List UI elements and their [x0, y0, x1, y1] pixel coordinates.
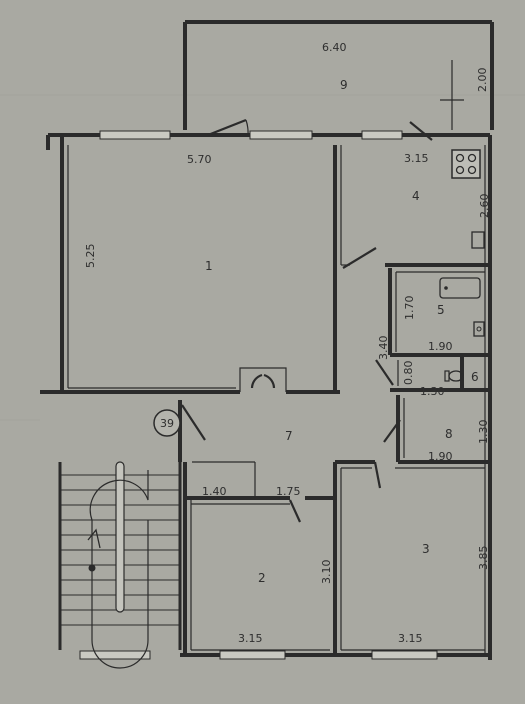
room-label-8: 8 — [445, 427, 453, 441]
dim-bath-width: 1.90 — [428, 340, 453, 353]
room-label-4: 4 — [412, 189, 420, 203]
stove-icon — [451, 149, 481, 179]
dim-wc-depth: 0.80 — [402, 361, 415, 386]
dim-store-depth: 1.30 — [477, 420, 490, 445]
room-label-7: 7 — [285, 429, 293, 443]
doors — [181, 118, 433, 523]
windows — [79, 130, 438, 660]
dim-room3-depth: 3.85 — [477, 546, 490, 571]
room-label-6: 6 — [471, 370, 479, 384]
dim-bath-depth: 1.70 — [403, 296, 416, 321]
interior-walls — [178, 145, 490, 655]
kitchen-sink-icon — [471, 231, 485, 249]
dim-wc-width: 1.30 — [420, 385, 445, 398]
outer-walls — [40, 133, 492, 660]
apartment-number-badge: 39 — [153, 409, 181, 437]
dim-room1-width: 5.70 — [187, 153, 212, 166]
dim-store-width: 1.90 — [428, 450, 453, 463]
dim-hall-left: 1.40 — [202, 485, 227, 498]
dim-kitchen-width: 3.15 — [404, 152, 429, 165]
dim-balcony-width: 6.40 — [322, 41, 347, 54]
balcony-outline — [183, 20, 494, 130]
apartment-number: 39 — [160, 417, 174, 430]
staircase-icon — [58, 461, 182, 669]
paper-background — [0, 94, 525, 421]
dim-kitchen-depth: 2.60 — [478, 194, 491, 219]
toilet-icon — [444, 370, 464, 382]
room-label-9: 9 — [340, 78, 348, 92]
room-label-2: 2 — [258, 571, 266, 585]
dim-room2-width: 3.15 — [238, 632, 263, 645]
room-label-1: 1 — [205, 259, 213, 273]
dimension-labels: 6.40 2.00 5.70 5.25 3.15 2.60 1.70 1.90 … — [84, 41, 491, 645]
washbasin-icon — [473, 321, 485, 337]
dim-room3-width: 3.15 — [398, 632, 423, 645]
bathtub-icon — [439, 277, 481, 299]
dim-corridor-length: 3.40 — [377, 336, 390, 361]
room-label-5: 5 — [437, 303, 445, 317]
dim-balcony-depth: 2.00 — [476, 68, 489, 93]
dim-room2-depth: 3.10 — [320, 560, 333, 585]
dim-hall-right: 1.75 — [276, 485, 301, 498]
dim-room1-length: 5.25 — [84, 244, 97, 269]
room-labels: 1 2 3 4 5 6 7 8 9 — [205, 78, 479, 585]
room-label-3: 3 — [422, 542, 430, 556]
